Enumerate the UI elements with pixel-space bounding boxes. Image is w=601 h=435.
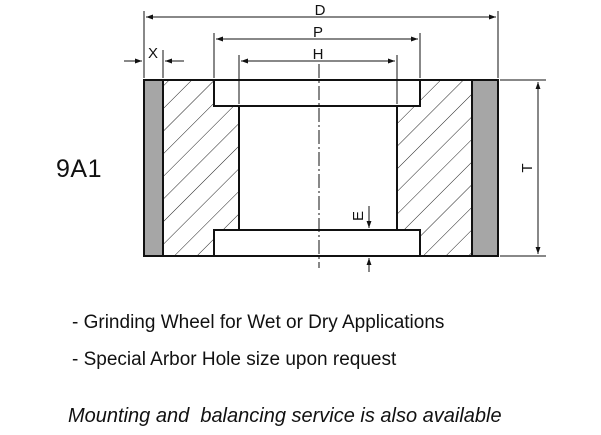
dimension-e: E <box>350 206 372 272</box>
wheel-outline <box>143 79 499 257</box>
wheel-model-label: 9A1 <box>56 155 102 183</box>
bottom-recess <box>213 229 421 257</box>
body-hatch-left <box>163 80 239 256</box>
body-hatch-right <box>397 80 472 256</box>
dimension-p: P <box>213 24 421 78</box>
note-wet-dry: - Grinding Wheel for Wet or Dry Applicat… <box>72 312 445 333</box>
bore <box>238 105 398 231</box>
wheel-technical-drawing: D P H X T E <box>124 2 546 272</box>
dimension-d: D <box>143 2 499 78</box>
dimension-label-e: E <box>350 211 367 221</box>
abrasive-rim-right <box>471 79 499 257</box>
dimension-t: T <box>500 79 546 257</box>
dimension-x: X <box>124 45 184 78</box>
top-recess <box>213 79 421 107</box>
abrasive-rim-left <box>143 79 164 257</box>
dimension-label-d: D <box>315 2 326 19</box>
dimension-h: H <box>238 46 398 104</box>
dimension-label-h: H <box>313 46 324 63</box>
note-arbor-hole: - Special Arbor Hole size upon request <box>72 349 397 370</box>
dimension-label-x: X <box>148 45 158 62</box>
service-note: Mounting and balancing service is also a… <box>68 405 502 427</box>
wheel-cross-section <box>143 64 499 268</box>
dimension-label-t: T <box>519 163 536 172</box>
dimension-label-p: P <box>313 24 323 41</box>
